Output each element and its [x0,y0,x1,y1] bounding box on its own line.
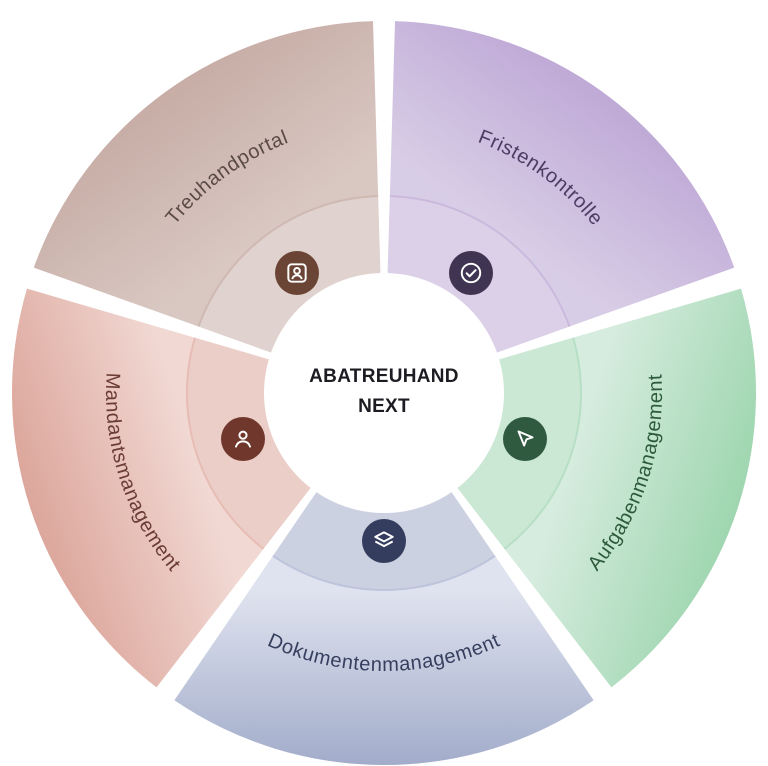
segment-aufgabenmanagement[interactable] [503,288,756,688]
segment-treuhandportal[interactable] [33,21,379,327]
layers-icon[interactable] [362,519,406,563]
center-title-line2: NEXT [358,396,410,417]
center-title: ABATREUHAND NEXT [264,362,504,422]
segment-mandantsmanagement[interactable] [11,288,265,688]
portrait-frame-icon[interactable] [275,251,319,296]
person-icon-glyph [235,430,252,448]
center-disc [264,273,504,513]
portrait-frame-icon-glyph [287,263,307,283]
cursor-arrow-icon[interactable] [502,416,547,461]
check-circle-icon[interactable] [448,251,493,296]
cursor-arrow-icon-glyph [517,430,534,447]
layers-icon-glyph [374,531,394,548]
check-circle-icon-glyph [460,263,482,284]
segment-fristenkontrolle[interactable] [389,21,735,327]
center-title-line1: ABATREUHAND [309,366,459,387]
segment-dokumentenmanagement[interactable] [174,554,594,766]
person-icon[interactable] [221,416,266,461]
